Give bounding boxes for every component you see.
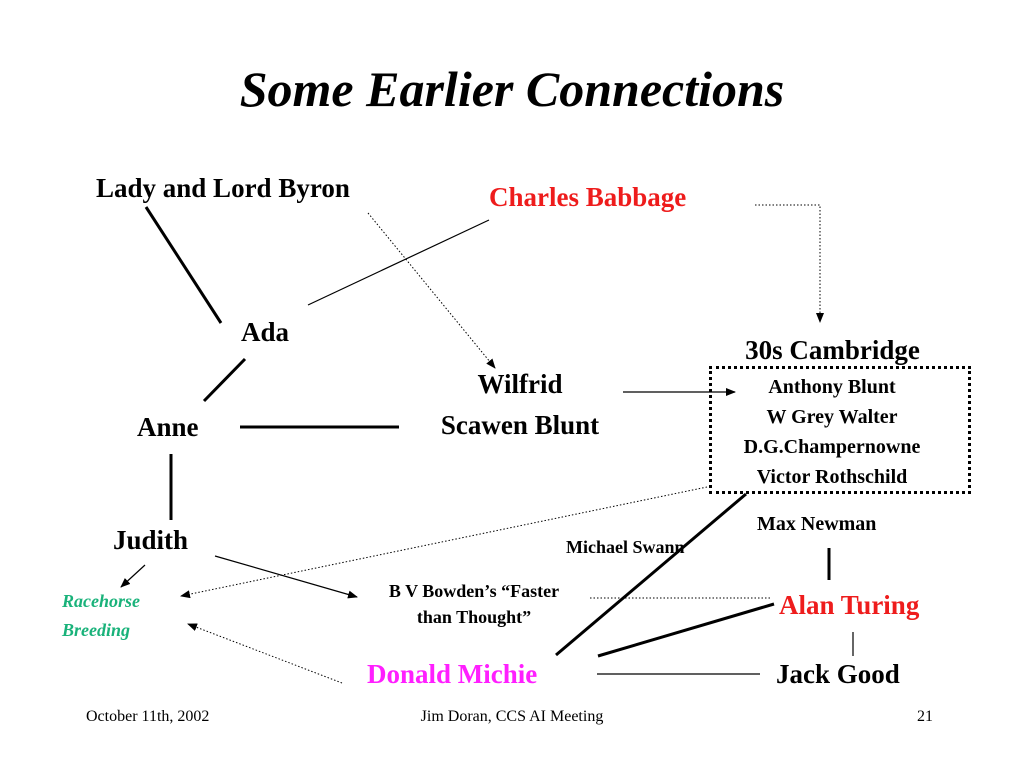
node-bowden-line2: than Thought” (416, 607, 532, 627)
node-wilfrid-line1: Wilfrid (477, 369, 563, 399)
cambridge-member: D.G.Champernowne (743, 436, 921, 458)
node-jack-good: Jack Good (776, 659, 900, 689)
node-babbage: Charles Babbage (489, 182, 687, 212)
footer-author: Jim Doran, CCS AI Meeting (420, 708, 604, 725)
node-judith: Judith (113, 525, 189, 555)
arrow-babbage-cambridge (755, 204, 824, 323)
link-ada-anne (202, 357, 247, 403)
slide-title: Some Earlier Connections (239, 61, 785, 117)
footer-page-number: 21 (917, 708, 933, 725)
link-babbage-ada (307, 219, 490, 306)
arrow-michie-racehorse (187, 623, 343, 684)
node-wilfrid-line2: Scawen Blunt (440, 410, 600, 440)
node-racehorse-line1: Racehorse (62, 591, 140, 611)
node-bowden-line1: B V Bowden’s “Faster (388, 581, 560, 601)
link-michie-turing (597, 602, 775, 658)
arrow-byron-wilfrid (367, 212, 496, 369)
node-ada: Ada (241, 317, 290, 347)
node-alan-turing: Alan Turing (779, 590, 920, 620)
cambridge-member: Anthony Blunt (768, 376, 896, 398)
node-michael-swann: Michael Swann (566, 537, 685, 557)
node-byron: Lady and Lord Byron (96, 173, 350, 203)
link-byron-ada (144, 206, 223, 324)
node-max-newman: Max Newman (757, 513, 877, 535)
link-michie-cambridge (555, 492, 747, 657)
arrow-judith-bowden (214, 555, 358, 599)
cambridge-member: W Grey Walter (766, 406, 898, 428)
node-donald-michie: Donald Michie (367, 659, 538, 689)
node-cambridge-title: 30s Cambridge (745, 335, 920, 365)
footer-date: October 11th, 2002 (86, 708, 210, 725)
node-racehorse-line2: Breeding (62, 620, 131, 640)
node-anne: Anne (137, 412, 199, 442)
cambridge-member: Victor Rothschild (756, 466, 908, 488)
cambridge-group-box (709, 366, 971, 494)
arrow-judith-racehorse (120, 564, 146, 588)
